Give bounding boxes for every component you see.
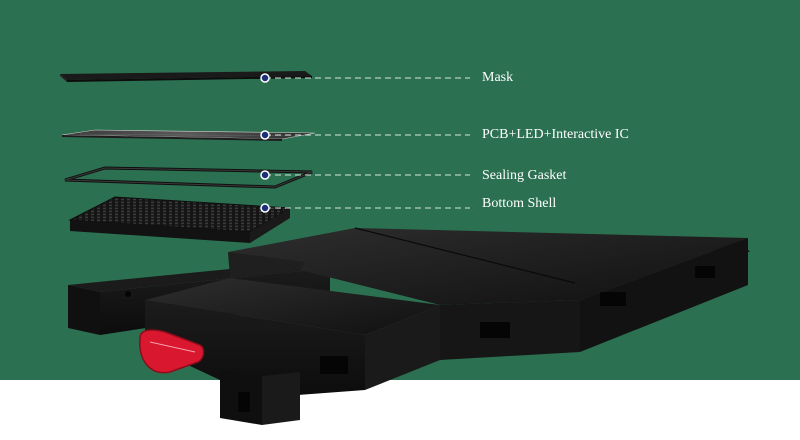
label-bottom-shell: Bottom Shell — [482, 196, 557, 211]
red-handle-icon — [139, 329, 205, 374]
callout-dot-shell — [260, 203, 270, 213]
callout-dot-gasket — [260, 170, 270, 180]
callout-dot-mask — [260, 73, 270, 83]
label-gasket: Sealing Gasket — [482, 168, 567, 183]
label-mask: Mask — [482, 70, 514, 85]
label-pcb: PCB+LED+Interactive IC — [482, 127, 629, 142]
pcb-layer-icon — [61, 129, 316, 141]
floor-panel-frame-icon — [68, 227, 750, 425]
callout-dots — [260, 73, 270, 213]
mask-layer-icon — [60, 71, 312, 82]
white-background — [0, 380, 800, 435]
bottom-shell-layer-icon — [68, 196, 292, 243]
callout-lines — [265, 77, 470, 209]
gasket-layer-icon — [64, 166, 313, 189]
callout-dot-pcb — [260, 130, 270, 140]
